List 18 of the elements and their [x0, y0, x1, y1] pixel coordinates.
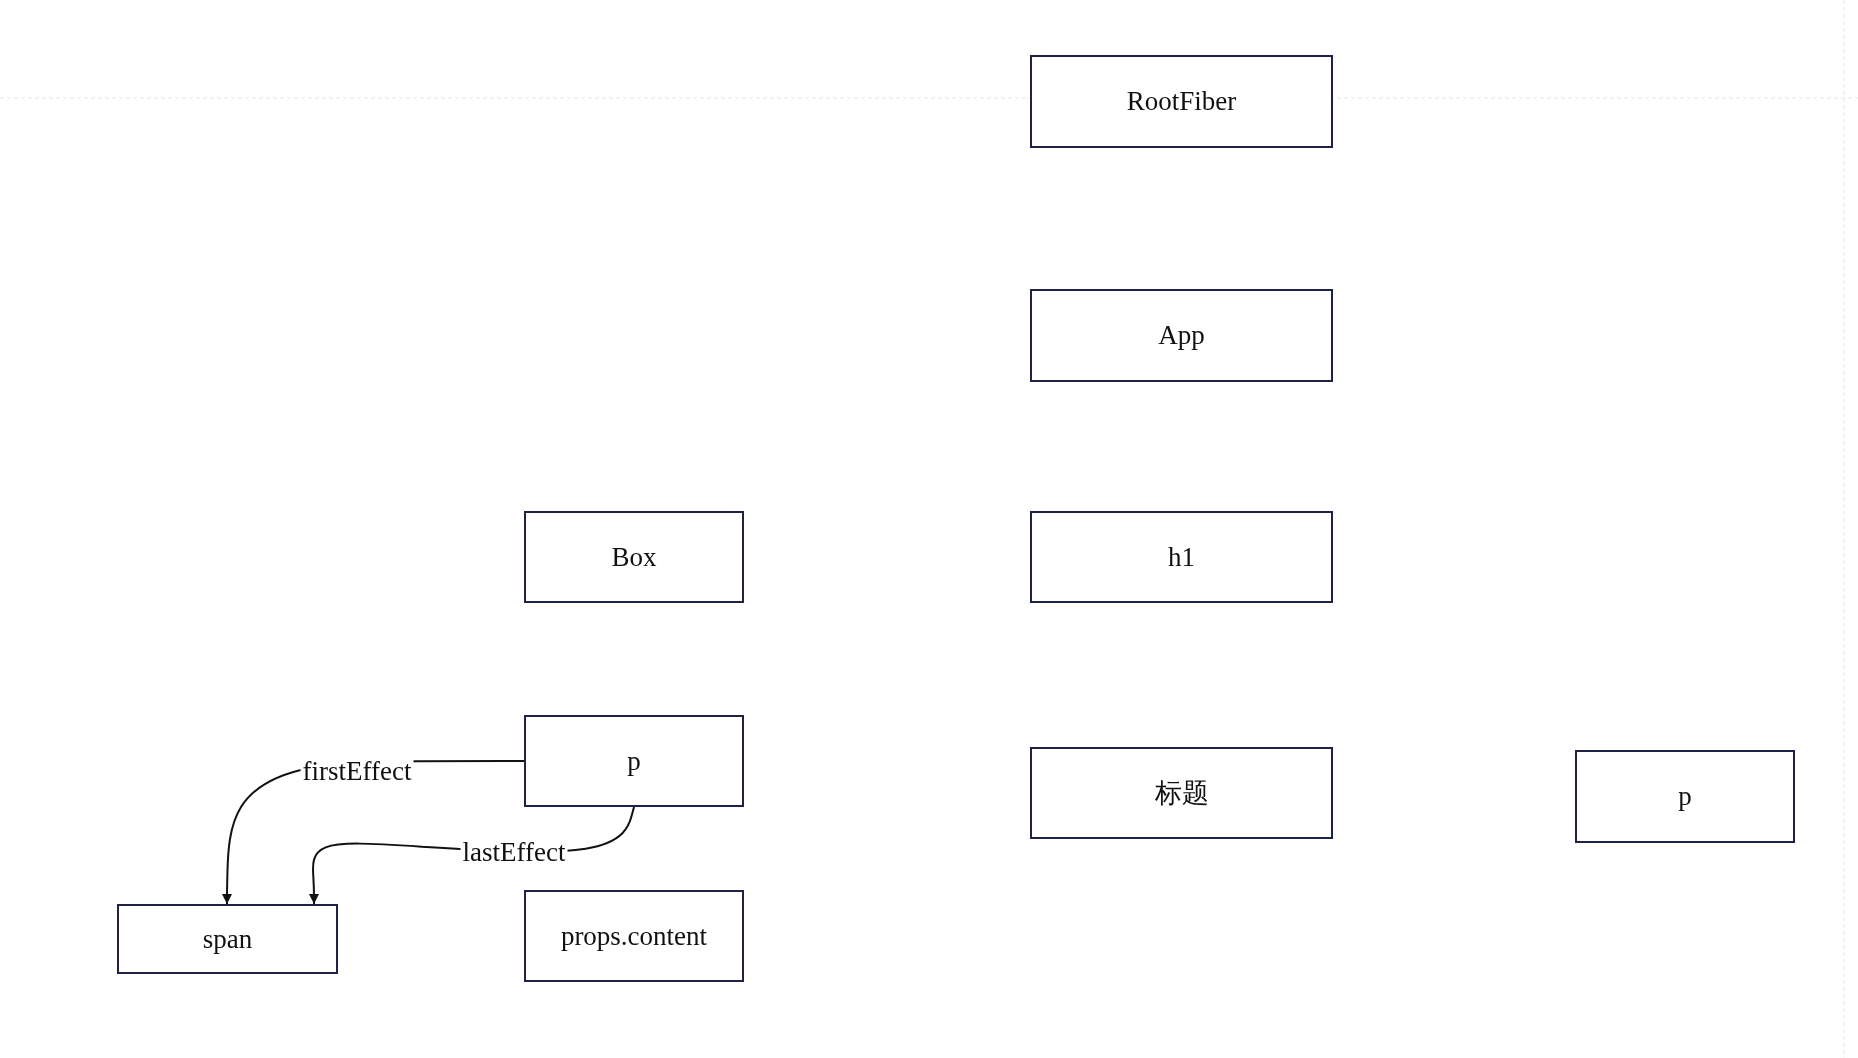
node-label: props.content: [560, 920, 708, 952]
node-box: [524, 511, 744, 603]
node-box: [1030, 511, 1333, 603]
node-label: Box: [611, 541, 657, 573]
node-box: [1030, 747, 1333, 839]
node-label: span: [202, 923, 253, 955]
node-box: [524, 715, 744, 807]
node-box: [1575, 750, 1795, 843]
node-label: RootFiber: [1126, 86, 1237, 117]
node-label: p: [627, 745, 641, 777]
node-box: [1030, 289, 1333, 382]
node-box: [117, 904, 338, 974]
node-label: p: [1678, 781, 1692, 812]
node-box: [524, 890, 744, 982]
node-label: App: [1158, 320, 1205, 351]
node-label: 标题: [1154, 777, 1209, 810]
node-box: [1030, 55, 1333, 148]
node-label: h1: [1168, 541, 1195, 573]
